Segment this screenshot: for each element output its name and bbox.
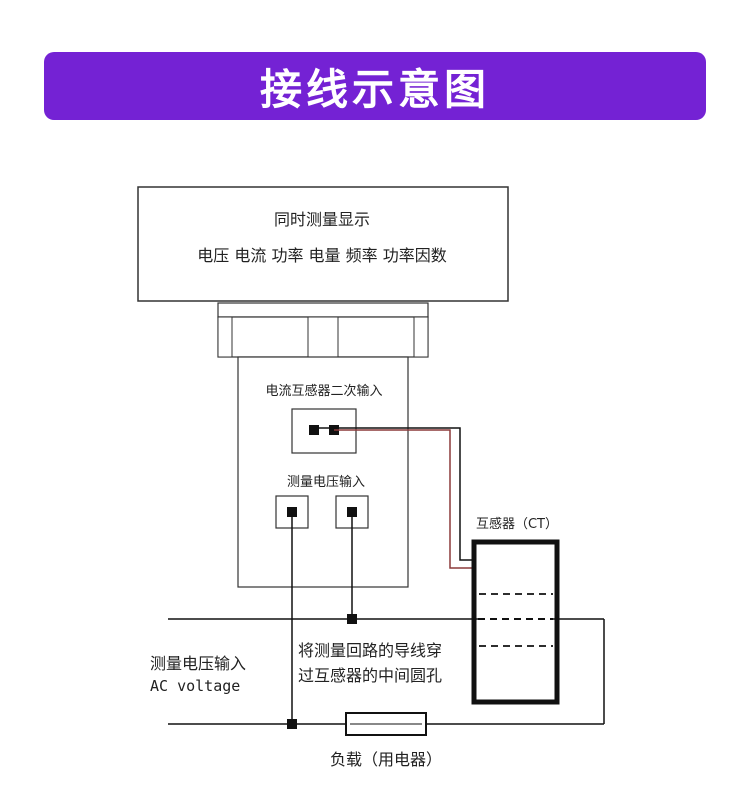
- instruction-line-2: 过互感器的中间圆孔: [298, 666, 442, 685]
- junction-dot-bottom: [287, 719, 297, 729]
- meter-neck-left-tab: [217, 316, 233, 358]
- meter-neck-right-tab: [413, 316, 429, 358]
- load-label: 负载（用电器）: [330, 750, 442, 769]
- meter-display-panel: [137, 186, 509, 302]
- voltage-input-label: 测量电压输入: [287, 474, 365, 490]
- ct-body: [471, 539, 560, 705]
- meter-body: [237, 356, 409, 588]
- ct-input-terminal-box: [291, 408, 357, 454]
- display-line-2: 电压 电流 功率 电量 频率 功率因数: [197, 246, 446, 265]
- meter-bezel: [217, 302, 429, 318]
- junction-dot-top: [347, 614, 357, 624]
- ct-label: 互感器（CT）: [476, 516, 558, 532]
- display-line-1: 同时测量显示: [274, 210, 370, 229]
- ct-wire-inner: [334, 429, 478, 569]
- ct-input-label: 电流互感器二次输入: [265, 383, 382, 399]
- ac-input-label-en: AC voltage: [150, 677, 240, 695]
- banner-title: 接线示意图: [259, 64, 490, 114]
- ct-wire-outer: [313, 427, 478, 561]
- instruction-line-1: 将测量回路的导线穿: [298, 641, 442, 660]
- meter-neck-center-tab: [307, 316, 339, 358]
- title-banner: 接线示意图: [44, 52, 706, 120]
- ac-input-label-cn: 测量电压输入: [150, 654, 246, 673]
